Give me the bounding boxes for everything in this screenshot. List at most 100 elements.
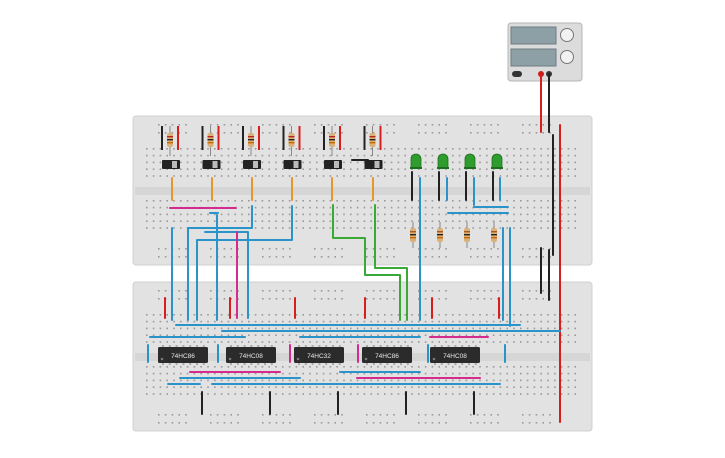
hole — [499, 341, 502, 343]
hole — [390, 372, 393, 375]
hole — [295, 372, 298, 375]
switch-body — [243, 160, 261, 169]
slide-switch-5[interactable] — [324, 160, 342, 169]
hole — [234, 200, 236, 202]
hole — [445, 379, 447, 382]
rail-hole — [171, 414, 174, 416]
slide-switch-4[interactable] — [283, 160, 302, 169]
hole — [152, 341, 155, 343]
chip-pin — [379, 362, 382, 365]
hole — [506, 175, 508, 177]
hole — [390, 320, 393, 323]
rail-hole — [275, 298, 278, 300]
switch-slider[interactable] — [212, 161, 218, 168]
hole — [445, 200, 447, 202]
hole — [411, 379, 413, 382]
hole — [499, 175, 502, 177]
hole — [173, 341, 175, 343]
hole — [465, 206, 468, 209]
slide-switch-3[interactable] — [243, 160, 261, 169]
hole — [363, 213, 366, 216]
hole — [329, 154, 332, 157]
hole — [411, 314, 413, 316]
hole — [486, 341, 488, 343]
rail-hole — [470, 256, 472, 258]
hole — [166, 200, 168, 202]
switch-slider[interactable] — [334, 161, 339, 168]
hole — [350, 175, 352, 177]
hole — [343, 220, 345, 222]
chip-pin — [400, 345, 402, 348]
rail-hole — [372, 298, 375, 300]
hole — [336, 386, 338, 388]
hole — [180, 386, 182, 388]
hole — [309, 379, 311, 382]
hole — [220, 320, 223, 323]
hole — [540, 341, 542, 343]
hole — [227, 314, 230, 316]
hole — [472, 148, 474, 150]
hole — [214, 334, 216, 336]
hole — [384, 227, 386, 229]
power-switch[interactable] — [512, 71, 522, 77]
hole — [506, 379, 508, 382]
hole — [322, 334, 325, 336]
hole — [479, 213, 481, 216]
rail-hole — [282, 414, 284, 416]
hole — [567, 327, 570, 330]
hole — [547, 366, 549, 368]
current-knob[interactable] — [560, 50, 574, 64]
bench-power-supply[interactable] — [507, 22, 583, 82]
hole — [261, 154, 264, 157]
hole — [227, 379, 230, 382]
hole — [261, 227, 264, 229]
hole — [526, 393, 529, 395]
slide-switch-6[interactable] — [364, 160, 383, 169]
rail-hole — [424, 256, 427, 258]
hole — [554, 220, 556, 222]
hole — [370, 366, 372, 368]
rail-hole — [424, 132, 427, 134]
rail-hole — [535, 124, 538, 126]
switch-slider[interactable] — [374, 161, 380, 168]
hole — [418, 213, 420, 216]
hole — [166, 175, 168, 177]
hole — [554, 379, 556, 382]
slide-switch-1[interactable] — [162, 160, 180, 169]
hole — [227, 148, 230, 150]
hole — [254, 148, 257, 150]
hole — [254, 372, 257, 375]
rail-hole — [164, 248, 167, 250]
hole — [567, 393, 570, 395]
rail-hole — [268, 256, 271, 258]
hole — [547, 220, 549, 222]
hole — [173, 366, 175, 368]
rail-hole — [522, 124, 524, 126]
hole — [186, 154, 189, 157]
hole — [282, 393, 284, 395]
slide-switch-2[interactable] — [202, 160, 221, 169]
hole — [506, 366, 508, 368]
rail-hole — [289, 422, 291, 424]
switch-slider[interactable] — [172, 161, 177, 168]
switch-slider[interactable] — [253, 161, 258, 168]
hole — [241, 220, 243, 222]
switch-slider[interactable] — [293, 161, 299, 168]
hole — [356, 320, 359, 323]
hole — [513, 220, 515, 222]
hole — [322, 175, 325, 177]
hole — [424, 206, 427, 209]
rail-hole — [268, 124, 271, 126]
voltage-knob[interactable] — [560, 28, 574, 42]
rail-hole — [327, 248, 330, 250]
rail-hole — [372, 290, 375, 292]
hole — [384, 154, 386, 157]
hole — [424, 175, 427, 177]
hole — [513, 393, 515, 395]
hole — [220, 213, 223, 216]
hole — [547, 227, 549, 229]
hole — [343, 379, 345, 382]
chip-pin — [189, 362, 192, 365]
rail-hole — [210, 124, 212, 126]
hole — [397, 386, 400, 388]
